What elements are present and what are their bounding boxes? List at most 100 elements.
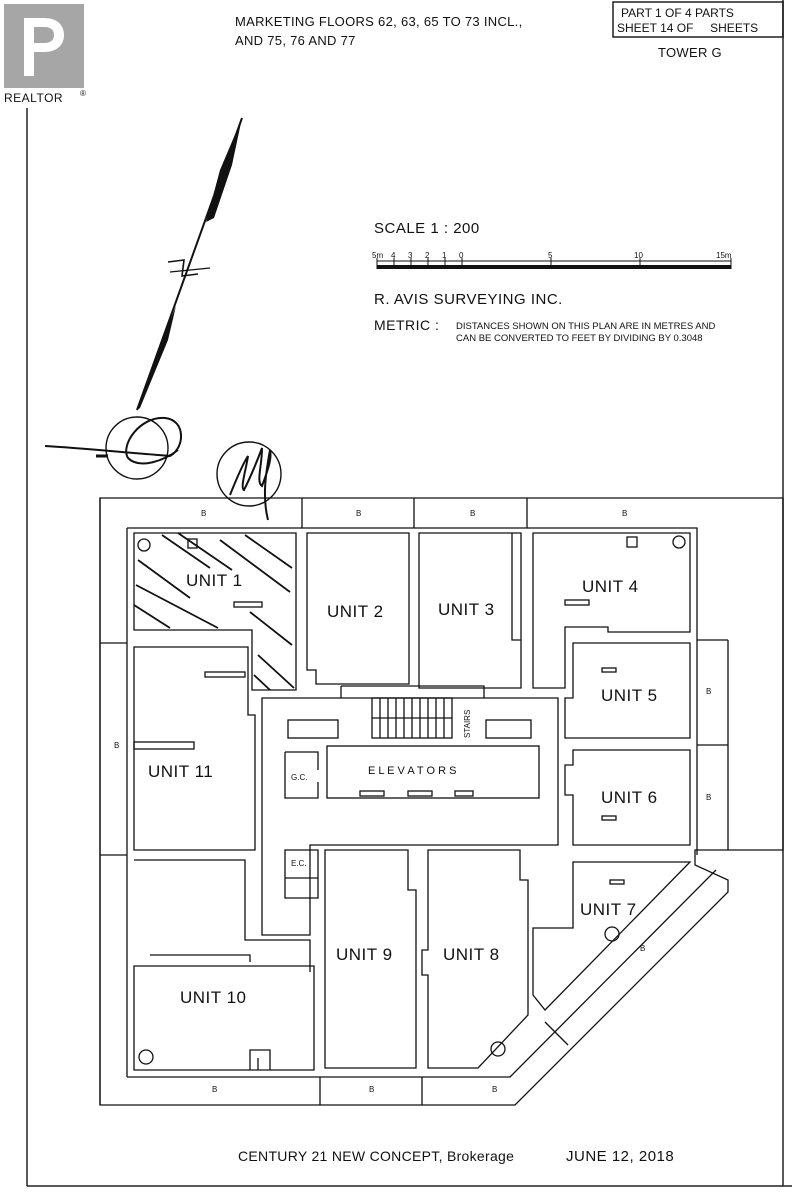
initials-stroke — [229, 447, 272, 521]
surveyor-name: R. AVIS SURVEYING INC. — [374, 291, 563, 308]
balcony-label: B — [640, 944, 645, 953]
unit-9-walls — [324, 849, 417, 1069]
elevators-label: E L E V A T O R S — [368, 765, 456, 777]
balcony-label: B — [492, 1085, 497, 1094]
unit-5-label: UNIT 5 — [601, 686, 658, 705]
unit-5-walls — [564, 642, 691, 739]
unit-1-hatch — [219, 539, 291, 593]
initials-circle — [216, 441, 282, 507]
unit-8-walls — [421, 849, 529, 1069]
unit-6-walls — [564, 749, 691, 846]
unit-10-column — [138, 1049, 154, 1065]
scale-bar-fill — [377, 265, 731, 269]
realtor-wordmark: REALTOR — [4, 91, 63, 105]
unit-4-column — [672, 535, 686, 549]
unit-10-label: UNIT 10 — [180, 988, 247, 1007]
unit-4-duct — [626, 536, 638, 548]
signature-seal-circle — [105, 416, 169, 480]
inner-wall-south-east — [127, 869, 717, 1078]
unit-1-hatch — [257, 654, 295, 689]
unit-1-column — [137, 538, 151, 552]
scale-tick-label-6: 5 — [548, 251, 553, 260]
balcony-label: B — [201, 509, 206, 518]
tower-label: TOWER G — [658, 45, 722, 60]
unit-7-counter — [609, 879, 625, 885]
elevator-door-3 — [454, 790, 474, 797]
balcony-divider-se — [544, 1021, 569, 1046]
metric-note-line-1: DISTANCES SHOWN ON THIS PLAN ARE IN METR… — [456, 321, 715, 332]
plan-date: JUNE 12, 2018 — [566, 1148, 674, 1165]
core-north-wall — [340, 685, 485, 698]
part-line: PART 1 OF 4 PARTS — [621, 6, 734, 20]
scale-tick-label-3: 2 — [425, 251, 430, 260]
realtor-logo-glyph — [24, 18, 64, 76]
gc-room-walls — [284, 751, 319, 799]
scale-tick-label-0: 5m — [372, 251, 383, 260]
unit-7-column — [604, 926, 620, 942]
unit-11-counter — [204, 671, 246, 678]
unit-4-label: UNIT 4 — [582, 577, 639, 596]
elevator-door-1 — [359, 790, 385, 797]
inner-wall-north-east — [127, 527, 698, 855]
scale-tick-label-2: 3 — [408, 251, 413, 260]
unit-1-hatch — [135, 584, 219, 629]
unit-8-column — [490, 1041, 506, 1057]
unit-1-hatch — [249, 611, 293, 646]
unit-11-counter-2 — [133, 741, 195, 750]
unit-6-counter — [601, 815, 617, 821]
unit-7-walls — [532, 861, 692, 1011]
metric-note-line-2: CAN BE CONVERTED TO FEET BY DIVIDING BY … — [456, 333, 703, 344]
scale-tick-label-1: 4 — [391, 251, 396, 260]
unit-1-hatch — [244, 534, 293, 569]
balcony-label: B — [356, 509, 361, 518]
unit-3-inner-wall — [511, 533, 521, 641]
balcony-label: B — [212, 1085, 217, 1094]
corridor-bench-west — [287, 719, 339, 739]
north-arrow-tail — [137, 306, 176, 410]
scale-tick-label-8: 15m — [716, 251, 732, 260]
scale-bar: 5m 4 3 2 1 0 5 10 15m — [372, 251, 732, 269]
unit-3-walls — [418, 532, 522, 689]
unit-2-label: UNIT 2 — [327, 602, 384, 621]
balcony-label: B — [369, 1085, 374, 1094]
unit-1-duct — [187, 538, 198, 549]
unit-10-counter — [150, 954, 251, 962]
unit-1-label: UNIT 1 — [186, 571, 243, 590]
unit-10-closet — [249, 1049, 271, 1070]
unit-1-hatch — [253, 674, 271, 691]
unit-10-upper-walls — [134, 859, 311, 972]
unit-10-walls — [133, 965, 315, 1071]
north-arrow-n-mark — [167, 259, 199, 277]
realtor-reg-mark: ® — [80, 89, 86, 98]
balcony-label: B — [706, 687, 711, 696]
balcony-label: B — [114, 741, 119, 750]
unit-1-walls — [133, 532, 297, 691]
building-outline — [99, 497, 784, 1106]
balcony-label: B — [706, 793, 711, 802]
balcony-label: B — [622, 509, 627, 518]
realtor-logo: REALTOR ® — [4, 4, 86, 105]
unit-1-hatch — [137, 559, 191, 599]
unit-1-hatch — [177, 532, 233, 571]
sheet-line: SHEET 14 OF SHEETS — [617, 21, 758, 35]
unit-1-hatching — [133, 532, 295, 691]
elevator-bank — [326, 745, 540, 799]
unit-5-counter — [601, 667, 617, 673]
signature — [44, 416, 182, 480]
unit-1-hatch — [133, 604, 171, 629]
unit-11-label: UNIT 11 — [148, 762, 213, 781]
scale-tick-label-7: 10 — [634, 251, 643, 260]
unit-4-walls — [532, 532, 691, 689]
balcony-label: B — [470, 509, 475, 518]
metric-label: METRIC : — [374, 317, 439, 333]
ec-room-walls — [284, 849, 319, 899]
corridor-walls — [261, 697, 559, 936]
marketing-floors-line-1: MARKETING FLOORS 62, 63, 65 TO 73 INCL., — [235, 14, 523, 29]
signature-stroke — [44, 416, 182, 465]
unit-8-label: UNIT 8 — [443, 945, 500, 964]
unit-7-label: UNIT 7 — [580, 900, 637, 919]
unit-6-label: UNIT 6 — [601, 788, 658, 807]
unit-2-walls — [306, 532, 410, 685]
gc-room-label: G.C. — [291, 773, 307, 782]
